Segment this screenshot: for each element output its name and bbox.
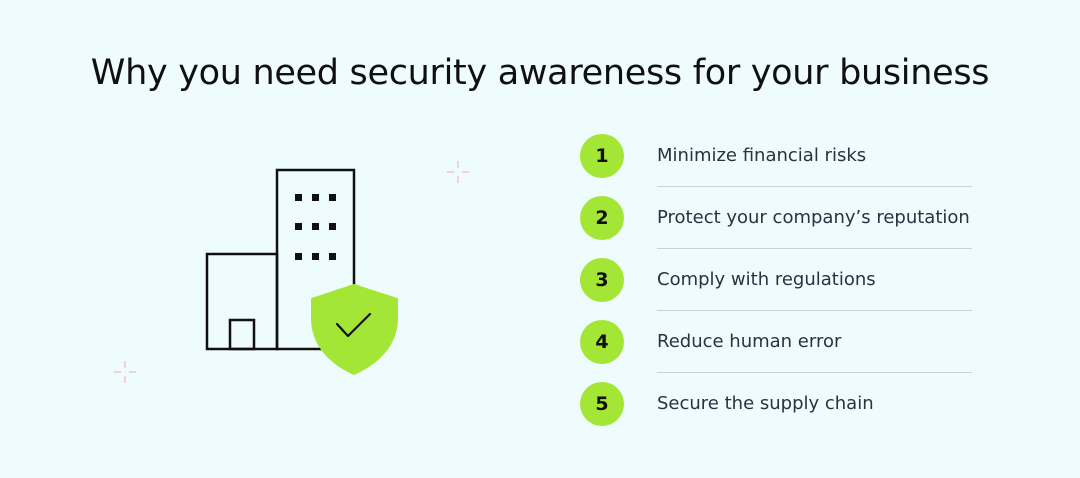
item-label: Protect your company’s reputation <box>657 207 970 228</box>
divider <box>657 372 972 373</box>
divider <box>657 186 972 187</box>
divider <box>657 248 972 249</box>
number-badge: 4 <box>580 320 624 364</box>
list-item: 5 Secure the supply chain <box>580 382 972 444</box>
building-icon <box>205 168 356 351</box>
divider <box>657 310 972 311</box>
item-label: Comply with regulations <box>657 269 876 290</box>
shield-check-icon <box>311 284 398 375</box>
item-label: Secure the supply chain <box>657 393 874 414</box>
number-badge: 2 <box>580 196 624 240</box>
page-title: Why you need security awareness for your… <box>90 53 990 93</box>
item-label: Minimize financial risks <box>657 145 867 166</box>
number-badge: 1 <box>580 134 624 178</box>
building-with-shield-icon <box>205 168 398 375</box>
list-item: 4 Reduce human error <box>580 320 972 382</box>
number-badge: 3 <box>580 258 624 302</box>
list-item: 3 Comply with regulations <box>580 258 972 320</box>
item-label: Reduce human error <box>657 331 842 352</box>
list-item: 2 Protect your company’s reputation <box>580 196 972 258</box>
list-item: 1 Minimize financial risks <box>580 134 972 196</box>
sparkle-icon <box>447 161 469 183</box>
number-badge: 5 <box>580 382 624 426</box>
reasons-list: 1 Minimize financial risks 2 Protect you… <box>580 134 972 444</box>
sparkle-icon <box>114 361 136 383</box>
windows <box>295 194 336 260</box>
